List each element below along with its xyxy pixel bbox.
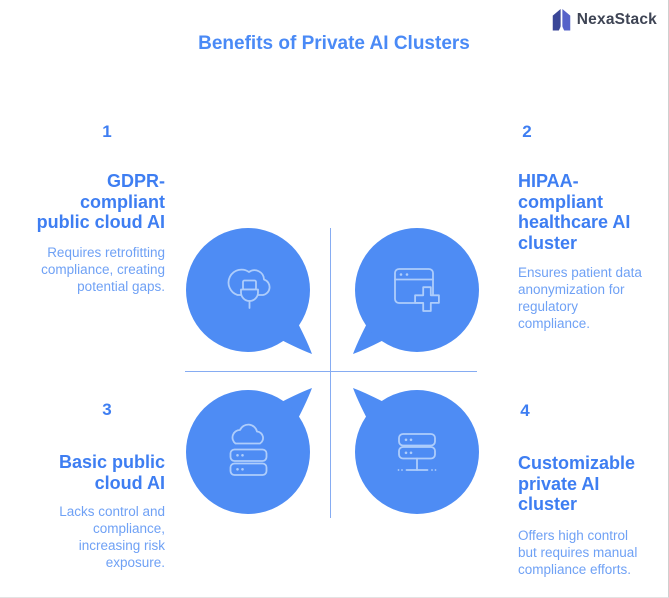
browser-medical-cross-icon bbox=[394, 268, 440, 312]
quadrant-3-description: Lacks control and compliance, increasing… bbox=[59, 504, 165, 570]
quadrant-1-description: Requires retrofitting compliance, creati… bbox=[41, 245, 165, 294]
brand-name: NexaStack bbox=[576, 10, 657, 28]
speech-bubble-1 bbox=[186, 228, 312, 354]
quadrant-2-heading: HIPAA- compliant healthcare AI cluster bbox=[518, 171, 631, 253]
brand-logo: NexaStack bbox=[551, 7, 657, 32]
cloud-plug-icon bbox=[227, 268, 271, 309]
quadrant-1-number: 1 bbox=[102, 122, 112, 141]
page-title: Benefits of Private AI Clusters bbox=[198, 33, 470, 54]
quadrant-4-heading: Customizable private AI cluster bbox=[518, 453, 636, 514]
quadrant-2-description: Ensures patient data anonymization for r… bbox=[518, 265, 642, 331]
speech-bubble-4 bbox=[353, 388, 479, 514]
quadrant-4-description: Offers high control but requires manual … bbox=[518, 528, 638, 577]
quadrant-2-number: 2 bbox=[522, 122, 532, 141]
speech-bubble-2 bbox=[353, 228, 479, 354]
quadrant-4-number: 4 bbox=[520, 401, 530, 420]
speech-bubble-3 bbox=[186, 388, 312, 514]
quadrant-3-heading: Basic public cloud AI bbox=[58, 452, 165, 493]
nexastack-mark-icon bbox=[552, 9, 571, 32]
quadrant-1-heading: GDPR- compliant public cloud AI bbox=[36, 171, 165, 232]
divider-horizontal bbox=[185, 371, 477, 372]
divider-vertical bbox=[330, 228, 331, 518]
cloud-server-icon bbox=[229, 423, 268, 476]
quadrant-3-number: 3 bbox=[102, 400, 112, 419]
server-rack-network-icon bbox=[397, 433, 437, 471]
